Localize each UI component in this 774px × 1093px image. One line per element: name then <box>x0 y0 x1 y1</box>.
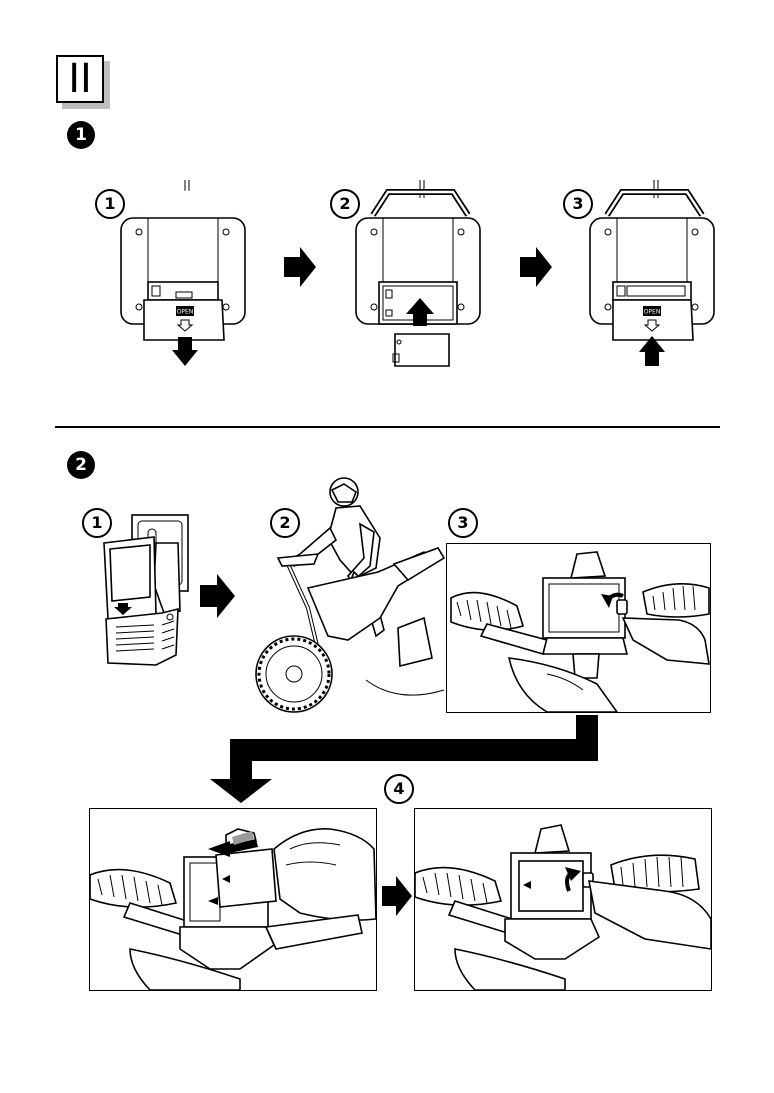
remove-battery-cover-illustration <box>447 544 710 712</box>
panel-step-4-insert <box>89 808 377 991</box>
arrow-right-icon <box>520 247 554 287</box>
section-divider <box>55 426 720 428</box>
transmitter-illustration-close-cover: OPEN <box>587 180 717 370</box>
motorcycle-rider-illustration <box>248 468 448 718</box>
step-badge-major-2: 2 <box>67 451 95 479</box>
panel-step-3 <box>446 543 711 713</box>
transmitter-illustration-insert-battery <box>353 180 483 380</box>
arrow-right-icon <box>284 247 318 287</box>
section-numeral: II <box>56 55 104 103</box>
arrow-right-icon <box>382 876 412 916</box>
arrow-right-icon <box>200 574 236 618</box>
insert-battery-illustration <box>90 809 376 990</box>
step-badge-major-1: 1 <box>67 121 95 149</box>
open-label-1: OPEN <box>177 309 194 316</box>
charger-illustration <box>98 515 198 675</box>
close-battery-cover-illustration <box>415 809 711 990</box>
open-label-3: OPEN <box>644 309 661 316</box>
substep-badge-2-3: 3 <box>448 508 478 538</box>
transmitter-illustration-open-cover: OPEN <box>118 180 248 370</box>
flow-arrow-icon <box>210 713 610 805</box>
panel-step-4-close <box>414 808 712 991</box>
